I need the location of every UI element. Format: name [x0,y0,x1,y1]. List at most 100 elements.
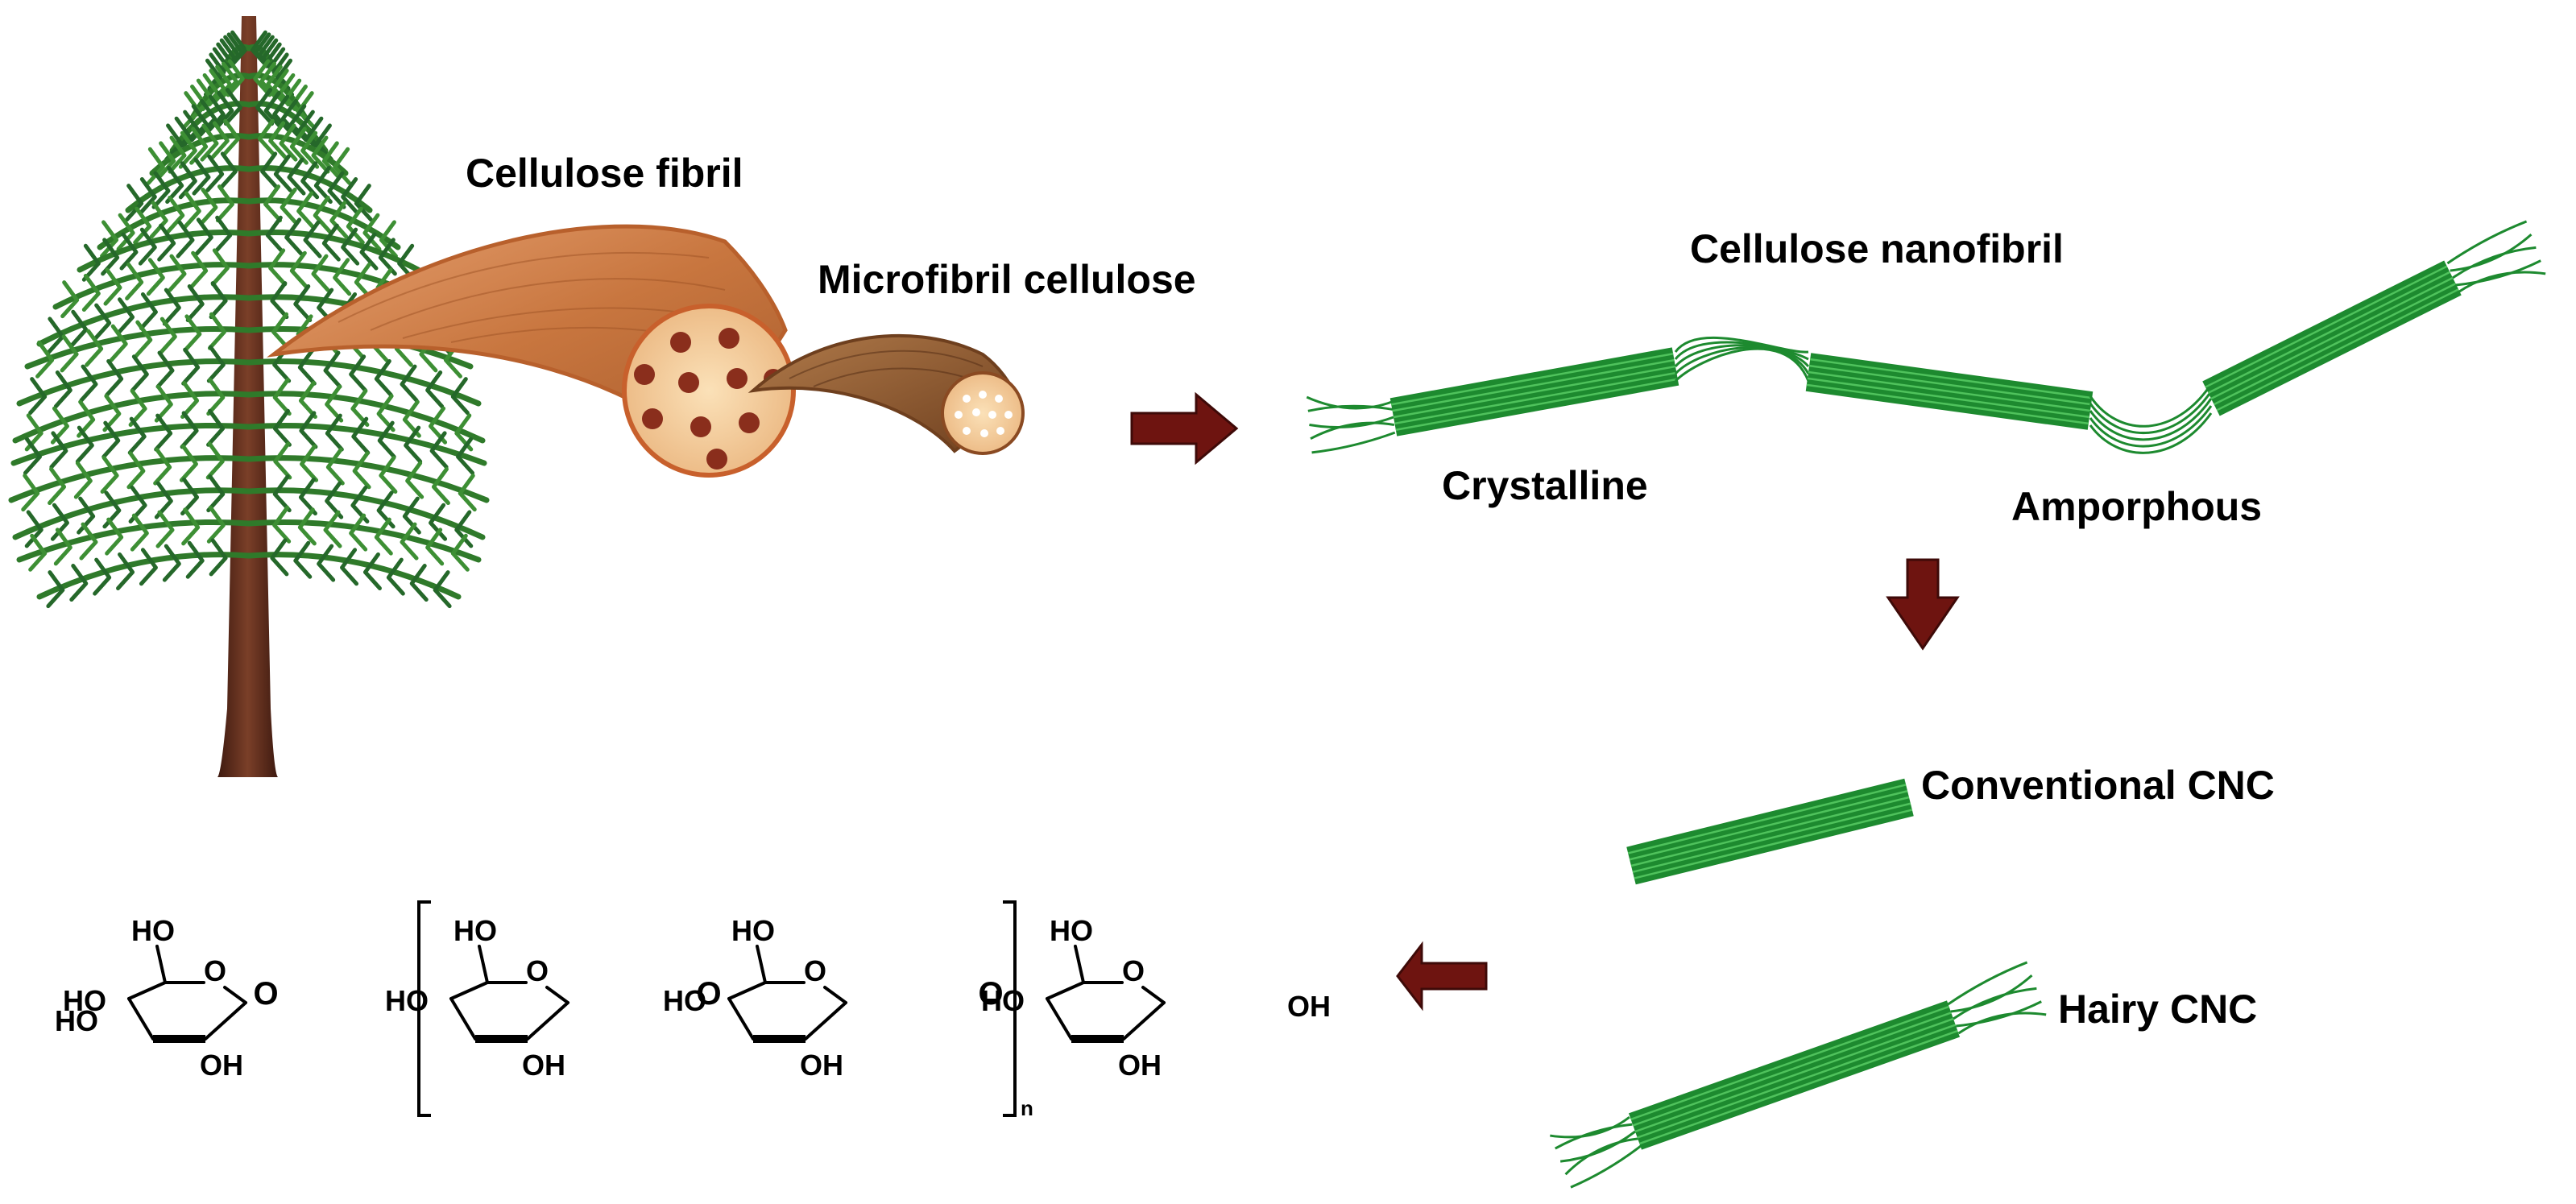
tree-needles [101,238,120,276]
tree-branch [246,552,462,600]
bundle-line [2216,288,2459,412]
amorphous-region-1 [1674,341,1809,361]
tree-needles [349,354,368,393]
ring-oxygen: O [204,954,226,987]
tree-needles [400,364,419,403]
hairy-cnc-hairs-right [1947,961,2028,1006]
tree-needles [458,474,477,512]
bond [204,1001,247,1041]
tree-needles [323,350,342,389]
tree-needles [134,320,153,358]
tree-needles [75,425,94,464]
bracket-right [1003,900,1017,1117]
tree-needles [125,262,144,300]
label-amorphous: Amporphous [2011,484,2263,529]
tree-needles [53,370,72,409]
glycosidic-oxygen: O [253,976,278,1012]
tree-needles [125,184,144,222]
tree-needles [223,88,242,126]
tree-needles [346,206,365,245]
bracket-left [417,900,431,1117]
tree-needles [340,548,359,586]
hydroxyl-label: OH [1118,1049,1162,1082]
tree-needles [215,91,234,130]
hairy-cnc-hairs-right [1956,1000,2042,1028]
tree-needles [272,474,292,513]
tree-needles [28,377,48,416]
bond [155,945,167,984]
tree-needles [116,552,135,590]
tree-needles [21,474,40,512]
bundle-line [1630,1005,1950,1121]
label-cellulose-nanofibril: Cellulose nanofibril [1690,226,2064,271]
tree-needles [182,191,201,230]
tree-needles [317,544,336,582]
tree-needles [146,258,165,296]
bundle-line [1393,365,1676,419]
hairy-cnc-hairs-left [1559,1130,1636,1163]
tree-needles [405,461,425,499]
tree-needles [431,467,450,506]
tree-needles [93,557,112,596]
bond [756,945,767,984]
tree-needles [138,177,157,216]
hydroxyl-label: HO [63,984,106,1017]
tree-needles [185,540,205,579]
tree-needles [128,485,147,523]
cnc-illustrations [1550,778,2047,1189]
tree-needles [46,317,65,355]
tree-needles [189,250,209,289]
bundle-line [1810,358,2093,399]
amorphous-hairs-right [2446,220,2528,265]
bond [727,981,767,1000]
tree-needles [299,411,318,449]
tree-needles [409,564,429,602]
tree-needles [73,461,93,499]
bond [127,997,155,1041]
tree-needles [297,347,317,386]
amorphous-hairs-right [2450,234,2533,272]
tree-needles [180,411,199,449]
tree-needles [178,161,197,200]
bundle-line [1392,358,1675,412]
arrow-left [1396,941,1488,1012]
amorphous-region-1 [1674,344,1810,367]
tree-needles [153,447,172,486]
tree-needles [350,485,370,523]
bond [804,1001,847,1041]
tree-needles [139,548,158,586]
hydroxyl-label: OH [800,1049,843,1082]
bond [1074,945,1085,984]
tree-needles [35,340,55,379]
tree-needles [23,437,42,475]
tree-needles [402,496,421,535]
tree-needles [139,292,158,330]
amorphous-hairs-right [2452,246,2537,279]
tree-needles [109,324,128,362]
bundle-line [1395,378,1679,431]
tree-needles [168,254,187,292]
wedge-bond [475,1035,528,1043]
bundle-line [1637,1024,1957,1139]
tree-needles [359,232,379,271]
tree-needles [198,98,217,137]
tree-needles [185,284,205,323]
bond [545,986,569,1004]
tree-needles [265,215,284,254]
tree-needles [257,118,276,157]
tree-needles [24,413,43,452]
tree-needles [270,281,289,320]
hydroxyl-label: OH [522,1049,565,1082]
wedge-bond [1071,1035,1124,1043]
tree-needles [450,377,470,416]
tree-needles [425,370,445,409]
cellulose-fibril-illustration [267,224,796,478]
label-cellulose-fibril: Cellulose fibril [466,151,743,196]
arrow-down [1886,558,1960,651]
glycosidic-oxygen: O [696,976,721,1012]
hydroxyl-label: OH [200,1049,243,1082]
wedge-bond [753,1035,806,1043]
tree-needles [210,121,230,159]
bond [1046,997,1073,1041]
